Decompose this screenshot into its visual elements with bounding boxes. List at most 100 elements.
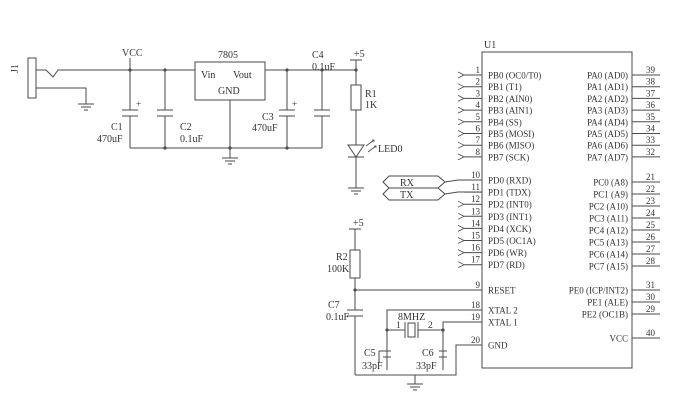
pin-name: PD4 (XCK): [488, 224, 531, 234]
pin-name: PD7 (RD): [488, 260, 525, 270]
r1-label: R1: [365, 89, 377, 100]
pin-name: RESET: [488, 286, 516, 296]
pin-number: 21: [646, 172, 655, 182]
led-label: LED0: [378, 144, 402, 155]
pin-name: PC1 (A9): [593, 190, 628, 200]
pin-number: 23: [646, 196, 656, 206]
regulator-name: 7805: [218, 50, 238, 61]
pin-number: 29: [646, 304, 656, 314]
pin-number: 27: [646, 244, 656, 254]
pin-number: 12: [471, 194, 480, 204]
pin-number: 4: [476, 100, 481, 110]
c3-label: C3: [262, 112, 274, 123]
c4-label: C4: [312, 50, 324, 61]
pin-number: 15: [471, 231, 481, 241]
pin-name: PD1 (TDX): [488, 188, 531, 198]
pin-number: 10: [471, 170, 481, 180]
pin-number: 30: [646, 292, 656, 302]
pin-name: PD3 (INT1): [488, 212, 532, 222]
power-jack-j1: J1: [10, 57, 130, 111]
pin-name: PA6 (AD6): [587, 141, 628, 151]
pin-name: VCC: [609, 334, 628, 344]
pin-name: PC3 (A11): [589, 214, 628, 224]
pin-number: 40: [646, 328, 656, 338]
rx-label: RX: [400, 178, 415, 189]
c3-plus: +: [292, 100, 297, 110]
pin-number: 16: [471, 243, 481, 253]
c6-label: C6: [422, 348, 434, 359]
c1-value: 470uF: [97, 134, 123, 145]
pin-number: 9: [476, 280, 481, 290]
pin-name: GND: [488, 341, 508, 351]
pin-number: 2: [476, 77, 481, 87]
c5-value: 33pF: [362, 361, 383, 372]
pin-name: PE0 (ICP/INT2): [569, 286, 628, 296]
crystal-oscillator: 8MHZ 1 2 C5 33pF C6 33pF: [355, 309, 482, 391]
pin-number: 35: [646, 112, 656, 122]
pin-number: 11: [471, 182, 480, 192]
r1-value: 1K: [365, 100, 378, 111]
pin-number: 20: [471, 335, 481, 345]
pin-number: 18: [471, 300, 481, 310]
pin-number: 39: [646, 65, 656, 75]
pin-name: PB4 (SS): [488, 117, 522, 127]
pin-name: PB0 (OC0/T0): [488, 71, 541, 81]
pin-number: 7: [476, 135, 481, 145]
pin-name: PA1 (AD1): [587, 82, 628, 92]
pin-number: 17: [471, 255, 481, 265]
pin-number: 28: [646, 256, 656, 266]
pin-name: PB2 (AIN0): [488, 94, 532, 104]
microcontroller-u1: U1: [481, 40, 633, 369]
j1-label: J1: [10, 64, 21, 73]
c1-plus: +: [136, 100, 141, 110]
c2-label: C2: [180, 122, 192, 133]
vcc-label: VCC: [122, 48, 143, 59]
c6-value: 33pF: [416, 361, 437, 372]
c4-value: 0.1uF: [312, 62, 336, 73]
pin-name: PD6 (WR): [488, 248, 527, 258]
pin-number: 34: [646, 124, 656, 134]
pin-name: XTAL 2: [488, 306, 518, 316]
pin-number: 25: [646, 220, 656, 230]
pin-number: 31: [646, 280, 655, 290]
pin-name: PA2 (AD2): [587, 94, 628, 104]
pin-number: 1: [476, 65, 481, 75]
crystal-pin2: 2: [428, 321, 433, 331]
pin-number: 14: [471, 218, 481, 228]
pin-number: 3: [476, 88, 481, 98]
pin-name: PA3 (AD3): [587, 106, 628, 116]
c2-value: 0.1uF: [180, 134, 204, 145]
pin-name: PB3 (AIN1): [488, 106, 532, 116]
pin-name: PC5 (A13): [589, 238, 628, 248]
pin-number: 36: [646, 100, 656, 110]
